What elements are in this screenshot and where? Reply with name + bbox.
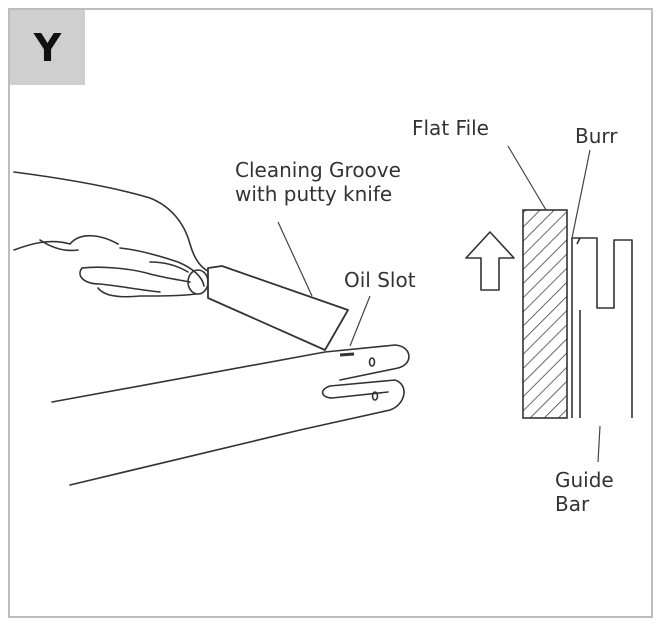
flat-file-label: Flat File bbox=[412, 116, 489, 140]
burr-label: Burr bbox=[575, 124, 618, 148]
guide-bar-cross-section bbox=[571, 237, 633, 418]
section-badge: Y bbox=[10, 10, 85, 85]
guide-bar-label: Guide Bar bbox=[555, 468, 614, 516]
section-letter: Y bbox=[33, 25, 62, 70]
hatched-file-icon bbox=[522, 209, 568, 419]
up-arrow-icon bbox=[465, 231, 515, 291]
leader-lines bbox=[277, 145, 601, 463]
putty-knife bbox=[207, 265, 349, 351]
oil-slot-label: Oil Slot bbox=[344, 268, 416, 292]
hand-illustration bbox=[13, 171, 211, 298]
cleaning-groove-line-2: with putty knife bbox=[235, 182, 393, 206]
cleaning-groove-line-1: Cleaning Groove bbox=[235, 158, 401, 182]
guide-bar-line-2: Bar bbox=[555, 492, 590, 516]
cleaning-groove-label: Cleaning Groove with putty knife bbox=[235, 158, 401, 206]
guide-bar-perspective bbox=[51, 344, 410, 486]
guide-bar-line-1: Guide bbox=[555, 468, 614, 492]
oil-slot-mark bbox=[339, 352, 355, 357]
